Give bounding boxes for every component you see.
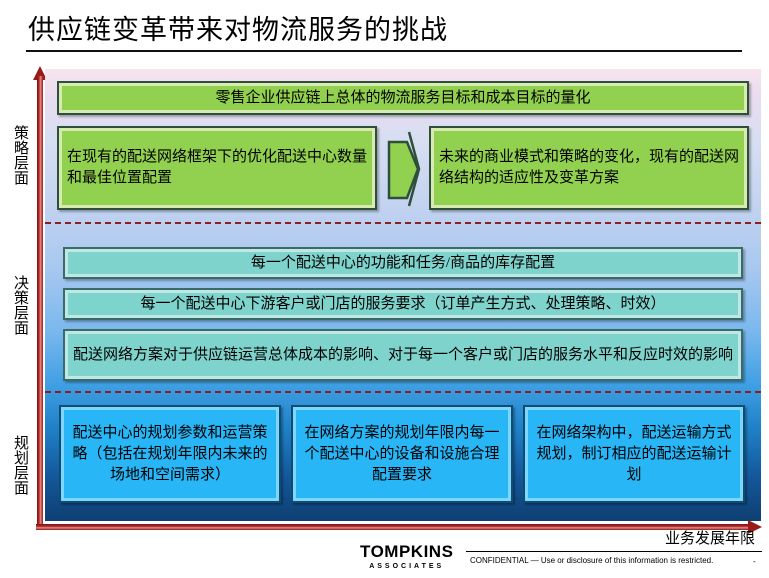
page-title: 供应链变革带来对物流服务的挑战	[28, 15, 448, 45]
planning-box-1-text: 配送中心的规划参数和运营策略（包括在规划年限内未来的场地和空间需求）	[72, 424, 268, 483]
layer-label-strategy: 策略层面	[12, 125, 28, 185]
strategy-header-box: 零售企业供应链上总体的物流服务目标和成本目标的量化	[57, 81, 749, 115]
decision-box-2-text: 每一个配送中心下游客户或门店的服务要求（订单产生方式、处理策略、时效）	[140, 295, 666, 312]
logo-wordmark: TOMPKINS	[360, 542, 454, 561]
layer-divider-strategy-decision	[45, 222, 761, 224]
decision-box-2: 每一个配送中心下游客户或门店的服务要求（订单产生方式、处理策略、时效）	[63, 288, 743, 320]
horizontal-right-arrow-icon	[36, 520, 762, 534]
layer-label-planning: 规划层面	[12, 435, 28, 495]
strategy-left-text: 在现有的配送网络框架下的优化配送中心数量和最佳位置配置	[67, 149, 368, 186]
planning-box-1: 配送中心的规划参数和运营策略（包括在规划年限内未来的场地和空间需求）	[59, 405, 281, 503]
planning-box-2: 在网络方案的规划年限内每一个配送中心的设备和设施合理配置要求	[291, 405, 513, 503]
decision-box-1: 每一个配送中心的功能和任务/商品的库存配置	[63, 247, 743, 279]
planning-box-2-text: 在网络方案的规划年限内每一个配送中心的设备和设施合理配置要求	[304, 424, 500, 483]
tompkins-logo: TOMPKINS ASSOCIATES	[360, 543, 453, 572]
horizontal-arrow-head-icon	[748, 520, 762, 534]
decision-box-1-text: 每一个配送中心的功能和任务/商品的库存配置	[250, 254, 556, 271]
horizontal-arrow-shaft	[36, 524, 748, 530]
diagram-panel: 零售企业供应链上总体的物流服务目标和成本目标的量化 在现有的配送网络框架下的优化…	[45, 69, 761, 521]
footer-divider	[466, 551, 762, 552]
decision-box-3: 配送网络方案对于供应链运营总体成本的影响、对于每一个客户或门店的服务水平和反应时…	[63, 329, 743, 381]
right-chevron-icon	[385, 124, 425, 214]
vertical-arrow-shaft	[37, 76, 43, 528]
decision-box-3-text: 配送网络方案对于供应链运营总体成本的影响、对于每一个客户或门店的服务水平和反应时…	[73, 346, 734, 363]
planning-box-3-text: 在网络架构中，配送运输方式规划，制订相应的配送运输计划	[536, 424, 732, 483]
logo-subtitle: ASSOCIATES	[369, 563, 445, 570]
layer-label-decision: 决策层面	[12, 275, 28, 335]
title-divider	[26, 50, 742, 52]
horizontal-axis-caption: 业务发展年限	[665, 531, 756, 547]
planning-box-3: 在网络架构中，配送运输方式规划，制订相应的配送运输计划	[523, 405, 745, 503]
confidential-notice: CONFIDENTIAL — Use or disclosure of this…	[470, 556, 714, 565]
strategy-right-box: 未来的商业模式和策略的变化，现有的配送网络结构的适应性及变革方案	[429, 126, 749, 210]
vertical-up-arrow-icon	[33, 66, 47, 528]
page-mark: -	[753, 557, 756, 566]
strategy-left-box: 在现有的配送网络框架下的优化配送中心数量和最佳位置配置	[57, 126, 377, 210]
strategy-header-text: 零售企业供应链上总体的物流服务目标和成本目标的量化	[215, 89, 591, 106]
strategy-right-text: 未来的商业模式和策略的变化，现有的配送网络结构的适应性及变革方案	[439, 149, 740, 186]
layer-divider-decision-planning	[45, 391, 761, 393]
vertical-arrow-head-icon	[33, 66, 47, 80]
